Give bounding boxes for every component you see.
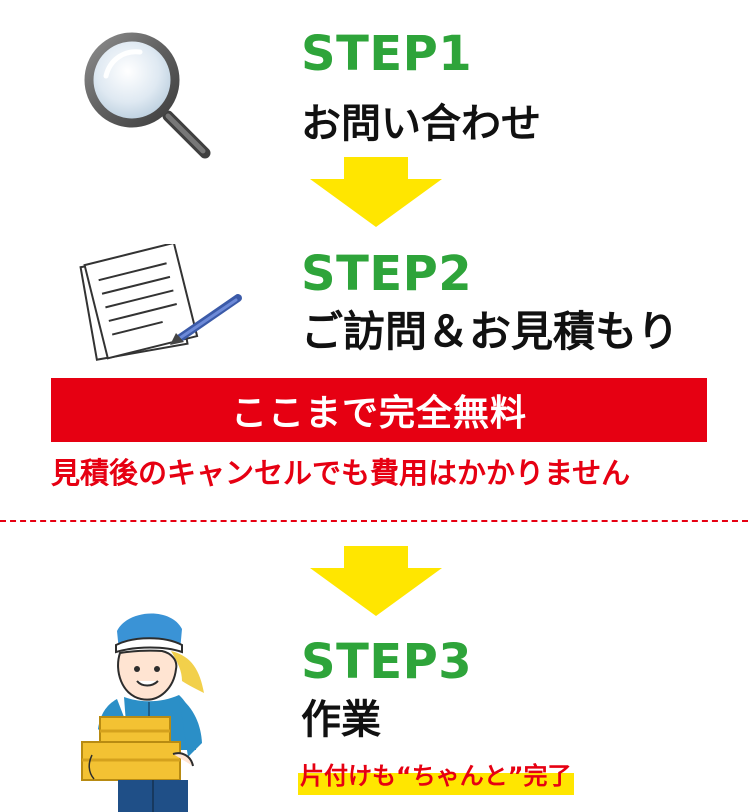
step2-icon bbox=[78, 244, 246, 364]
step1-icon bbox=[82, 30, 214, 162]
highlight-marker bbox=[298, 773, 574, 795]
free-note: 見積後のキャンセルでも費用はかかりません bbox=[51, 456, 631, 490]
step1-label: STEP1 bbox=[301, 26, 473, 82]
step3-label: STEP3 bbox=[301, 634, 473, 690]
step2-label: STEP2 bbox=[301, 246, 473, 302]
magnifying-glass-icon bbox=[84, 32, 211, 159]
free-banner: ここまで完全無料 bbox=[51, 378, 707, 442]
step3-title: 作業 bbox=[301, 697, 381, 743]
banner-text: ここまで完全無料 bbox=[230, 393, 527, 434]
flow-arrow-2 bbox=[310, 546, 442, 616]
down-arrow-icon bbox=[310, 546, 442, 616]
step1-title: お問い合わせ bbox=[301, 101, 541, 147]
flow-arrow-1 bbox=[310, 157, 442, 227]
step2-title: ご訪問＆お見積もり bbox=[301, 307, 680, 356]
step3-icon bbox=[70, 605, 220, 812]
step3-highlight: 片付けも“ちゃんと”完了 bbox=[298, 760, 574, 795]
delivery-worker-icon bbox=[81, 607, 204, 812]
document-pen-icon bbox=[79, 244, 242, 361]
step3-highlight-text: 片付けも“ちゃんと”完了 bbox=[300, 762, 572, 790]
dashed-divider bbox=[0, 520, 748, 522]
down-arrow-icon bbox=[310, 157, 442, 227]
